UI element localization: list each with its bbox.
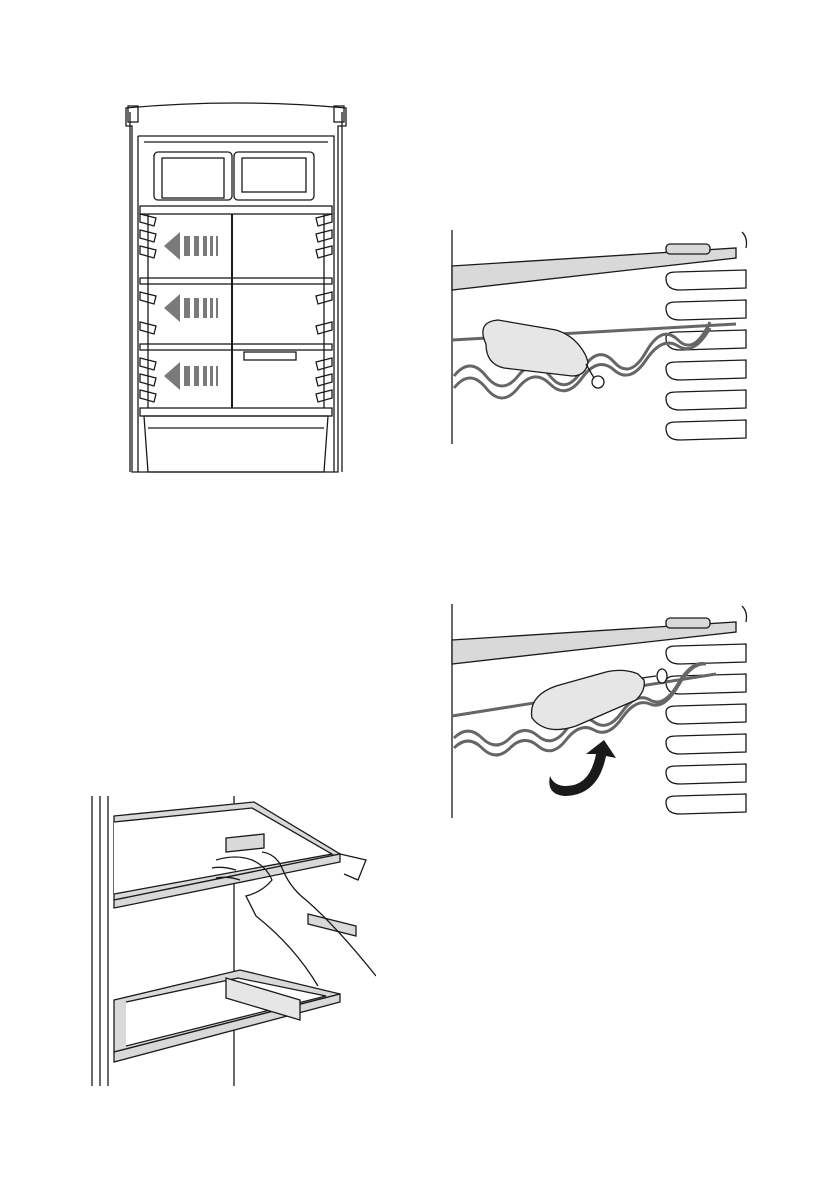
- shelf-removal-hand-illustration: [86, 796, 376, 1088]
- wine-rack-tilt-illustration: [446, 600, 752, 822]
- wine-rack-figure: [446, 226, 752, 448]
- arrow-left-icon: [164, 232, 218, 390]
- wine-rack-tilt-figure: [446, 600, 752, 822]
- shelf-removal-figure: [86, 796, 376, 1088]
- fridge-interior-figure: [118, 96, 354, 478]
- fridge-interior-illustration: [118, 96, 354, 478]
- wine-rack-bottle-illustration: [446, 226, 752, 448]
